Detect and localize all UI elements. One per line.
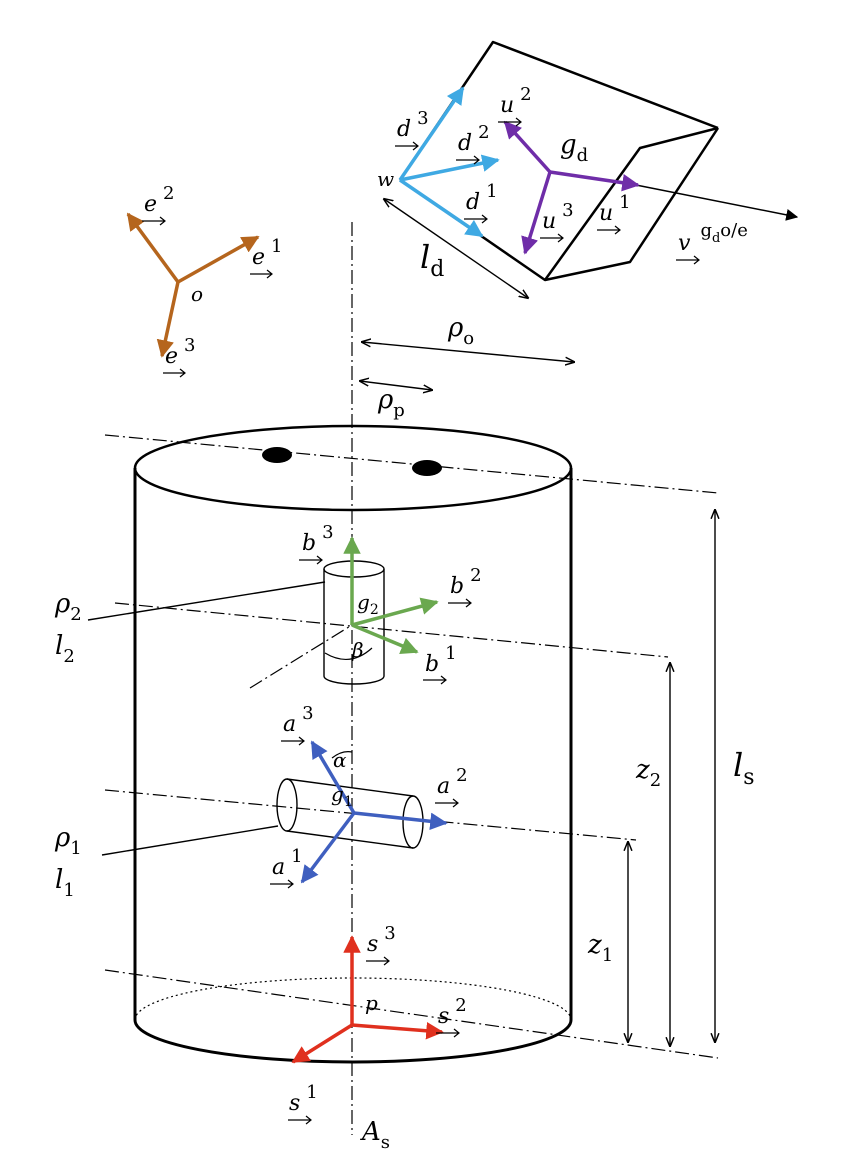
- label-rho-1: ρ1: [54, 823, 82, 859]
- label-axis-a-s: As: [360, 1117, 390, 1153]
- label-velocity: vgdo/e: [678, 220, 748, 256]
- label-rho-o: ρo: [447, 313, 474, 349]
- label-alpha: α: [333, 748, 347, 772]
- cylinder-body: [133, 424, 573, 1064]
- leader-line-1: [101, 825, 279, 856]
- leader-line-2: [87, 581, 326, 621]
- label-origin-gd: gd: [560, 130, 588, 166]
- thruster-dot-left: [262, 447, 292, 463]
- beta-arc: [324, 647, 373, 660]
- label-origin-g2: g2: [357, 590, 379, 618]
- frame-a-arrows: [300, 740, 448, 884]
- dimension-arrows: [360, 199, 715, 1046]
- label-z-1: z1: [587, 930, 613, 966]
- label-origin-p: p: [365, 991, 378, 1015]
- label-beta: β: [351, 638, 364, 662]
- alpha-arc: [331, 751, 353, 759]
- frame-e-arrows: [126, 212, 260, 358]
- label-rho-p: ρp: [377, 385, 405, 421]
- thruster-dot-right: [412, 460, 442, 476]
- vector-underarrows: [142, 117, 700, 1125]
- velocity-vector: [635, 184, 799, 221]
- frame-b-arrows: [343, 536, 439, 655]
- body-2-cylinder: [323, 560, 385, 685]
- frame-d-arrows: [398, 86, 500, 238]
- frame-s-arrows: [291, 935, 444, 1064]
- label-origin-o: o: [191, 282, 203, 306]
- label-origin-w: w: [377, 167, 394, 191]
- label-z-2: z2: [635, 755, 661, 791]
- label-l-2: l2: [55, 631, 75, 667]
- frame-u-arrows: [503, 120, 640, 255]
- label-origin-g1: g1: [331, 782, 353, 810]
- label-l-d: ld: [420, 238, 444, 282]
- device-box: [398, 40, 720, 282]
- label-rho-2: ρ2: [54, 589, 82, 625]
- label-l-s: ls: [733, 746, 755, 790]
- reference-lines: [104, 434, 719, 1059]
- label-l-1: l1: [55, 865, 75, 901]
